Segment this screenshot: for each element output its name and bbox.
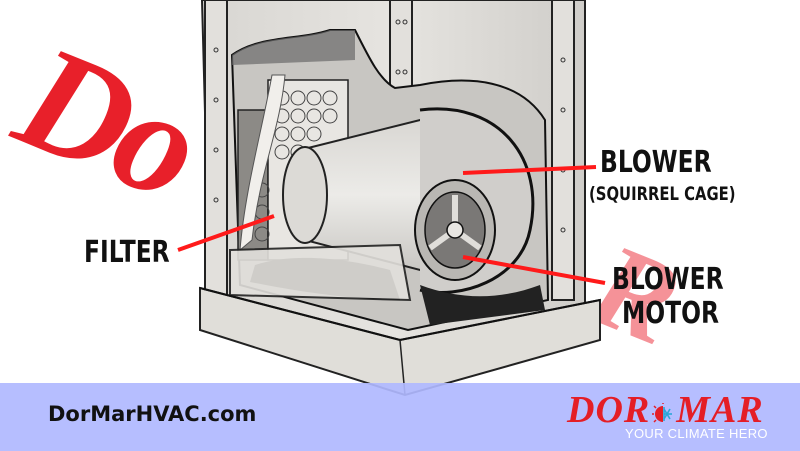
blower-sublabel: (SQUIRREL CAGE)	[589, 183, 736, 205]
blower-motor-pointer	[462, 255, 606, 285]
blower-motor-label-line2: MOTOR	[622, 296, 720, 331]
logo-name-right: MAR	[676, 389, 764, 431]
sun-snowflake-icon	[652, 391, 674, 435]
logo-tagline: YOUR CLIMATE HERO	[625, 426, 768, 441]
website-link[interactable]: DorMarHVAC.com	[48, 402, 257, 426]
logo-wordmark: DOR MAR	[567, 388, 764, 435]
logo-name-left: DOR	[567, 389, 651, 431]
blower-motor-label-line1: BLOWER	[612, 262, 724, 297]
dormar-logo[interactable]: DOR MAR YOUR CLIMATE HERO	[567, 388, 768, 444]
blower-pointer	[462, 165, 597, 175]
filter-pointer	[177, 214, 275, 252]
footer-band	[0, 383, 800, 451]
filter-label: FILTER	[84, 235, 170, 270]
blower-label: BLOWER	[600, 145, 712, 180]
